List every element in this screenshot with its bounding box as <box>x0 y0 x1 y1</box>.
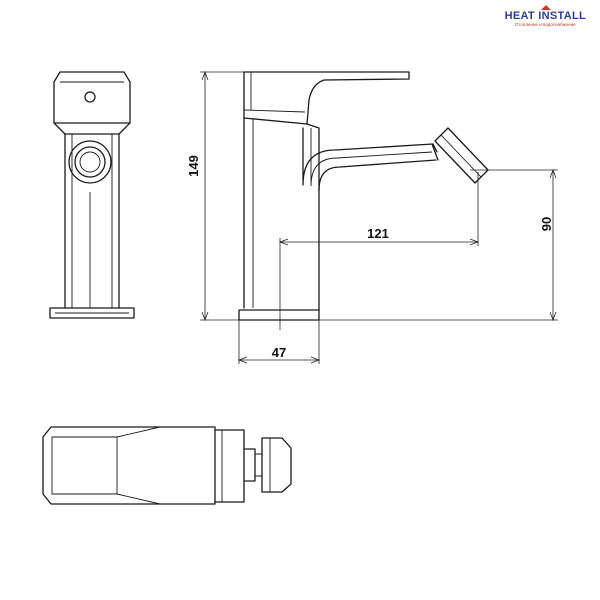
dim-height-label: 149 <box>186 155 201 177</box>
front-view <box>49 71 135 319</box>
handle-hole-icon <box>84 91 96 103</box>
brand-name: HEAT INSTALL <box>504 10 586 22</box>
brand-tagline: Отопление и водоснабжение <box>514 22 576 27</box>
dim-base-label: 47 <box>272 345 286 360</box>
nozzle-top <box>261 437 292 493</box>
brand-logo: HEAT INSTALL Отопление и водоснабжение <box>504 5 586 27</box>
aerator-outer-icon <box>68 140 112 184</box>
dim-spout-height-label: 90 <box>539 217 554 231</box>
dim-reach-label: 121 <box>367 226 389 241</box>
side-view: 149 121 90 47 <box>186 70 558 364</box>
bidet-nozzle <box>434 127 489 184</box>
top-view <box>42 426 292 505</box>
house-roof-icon <box>540 5 551 10</box>
